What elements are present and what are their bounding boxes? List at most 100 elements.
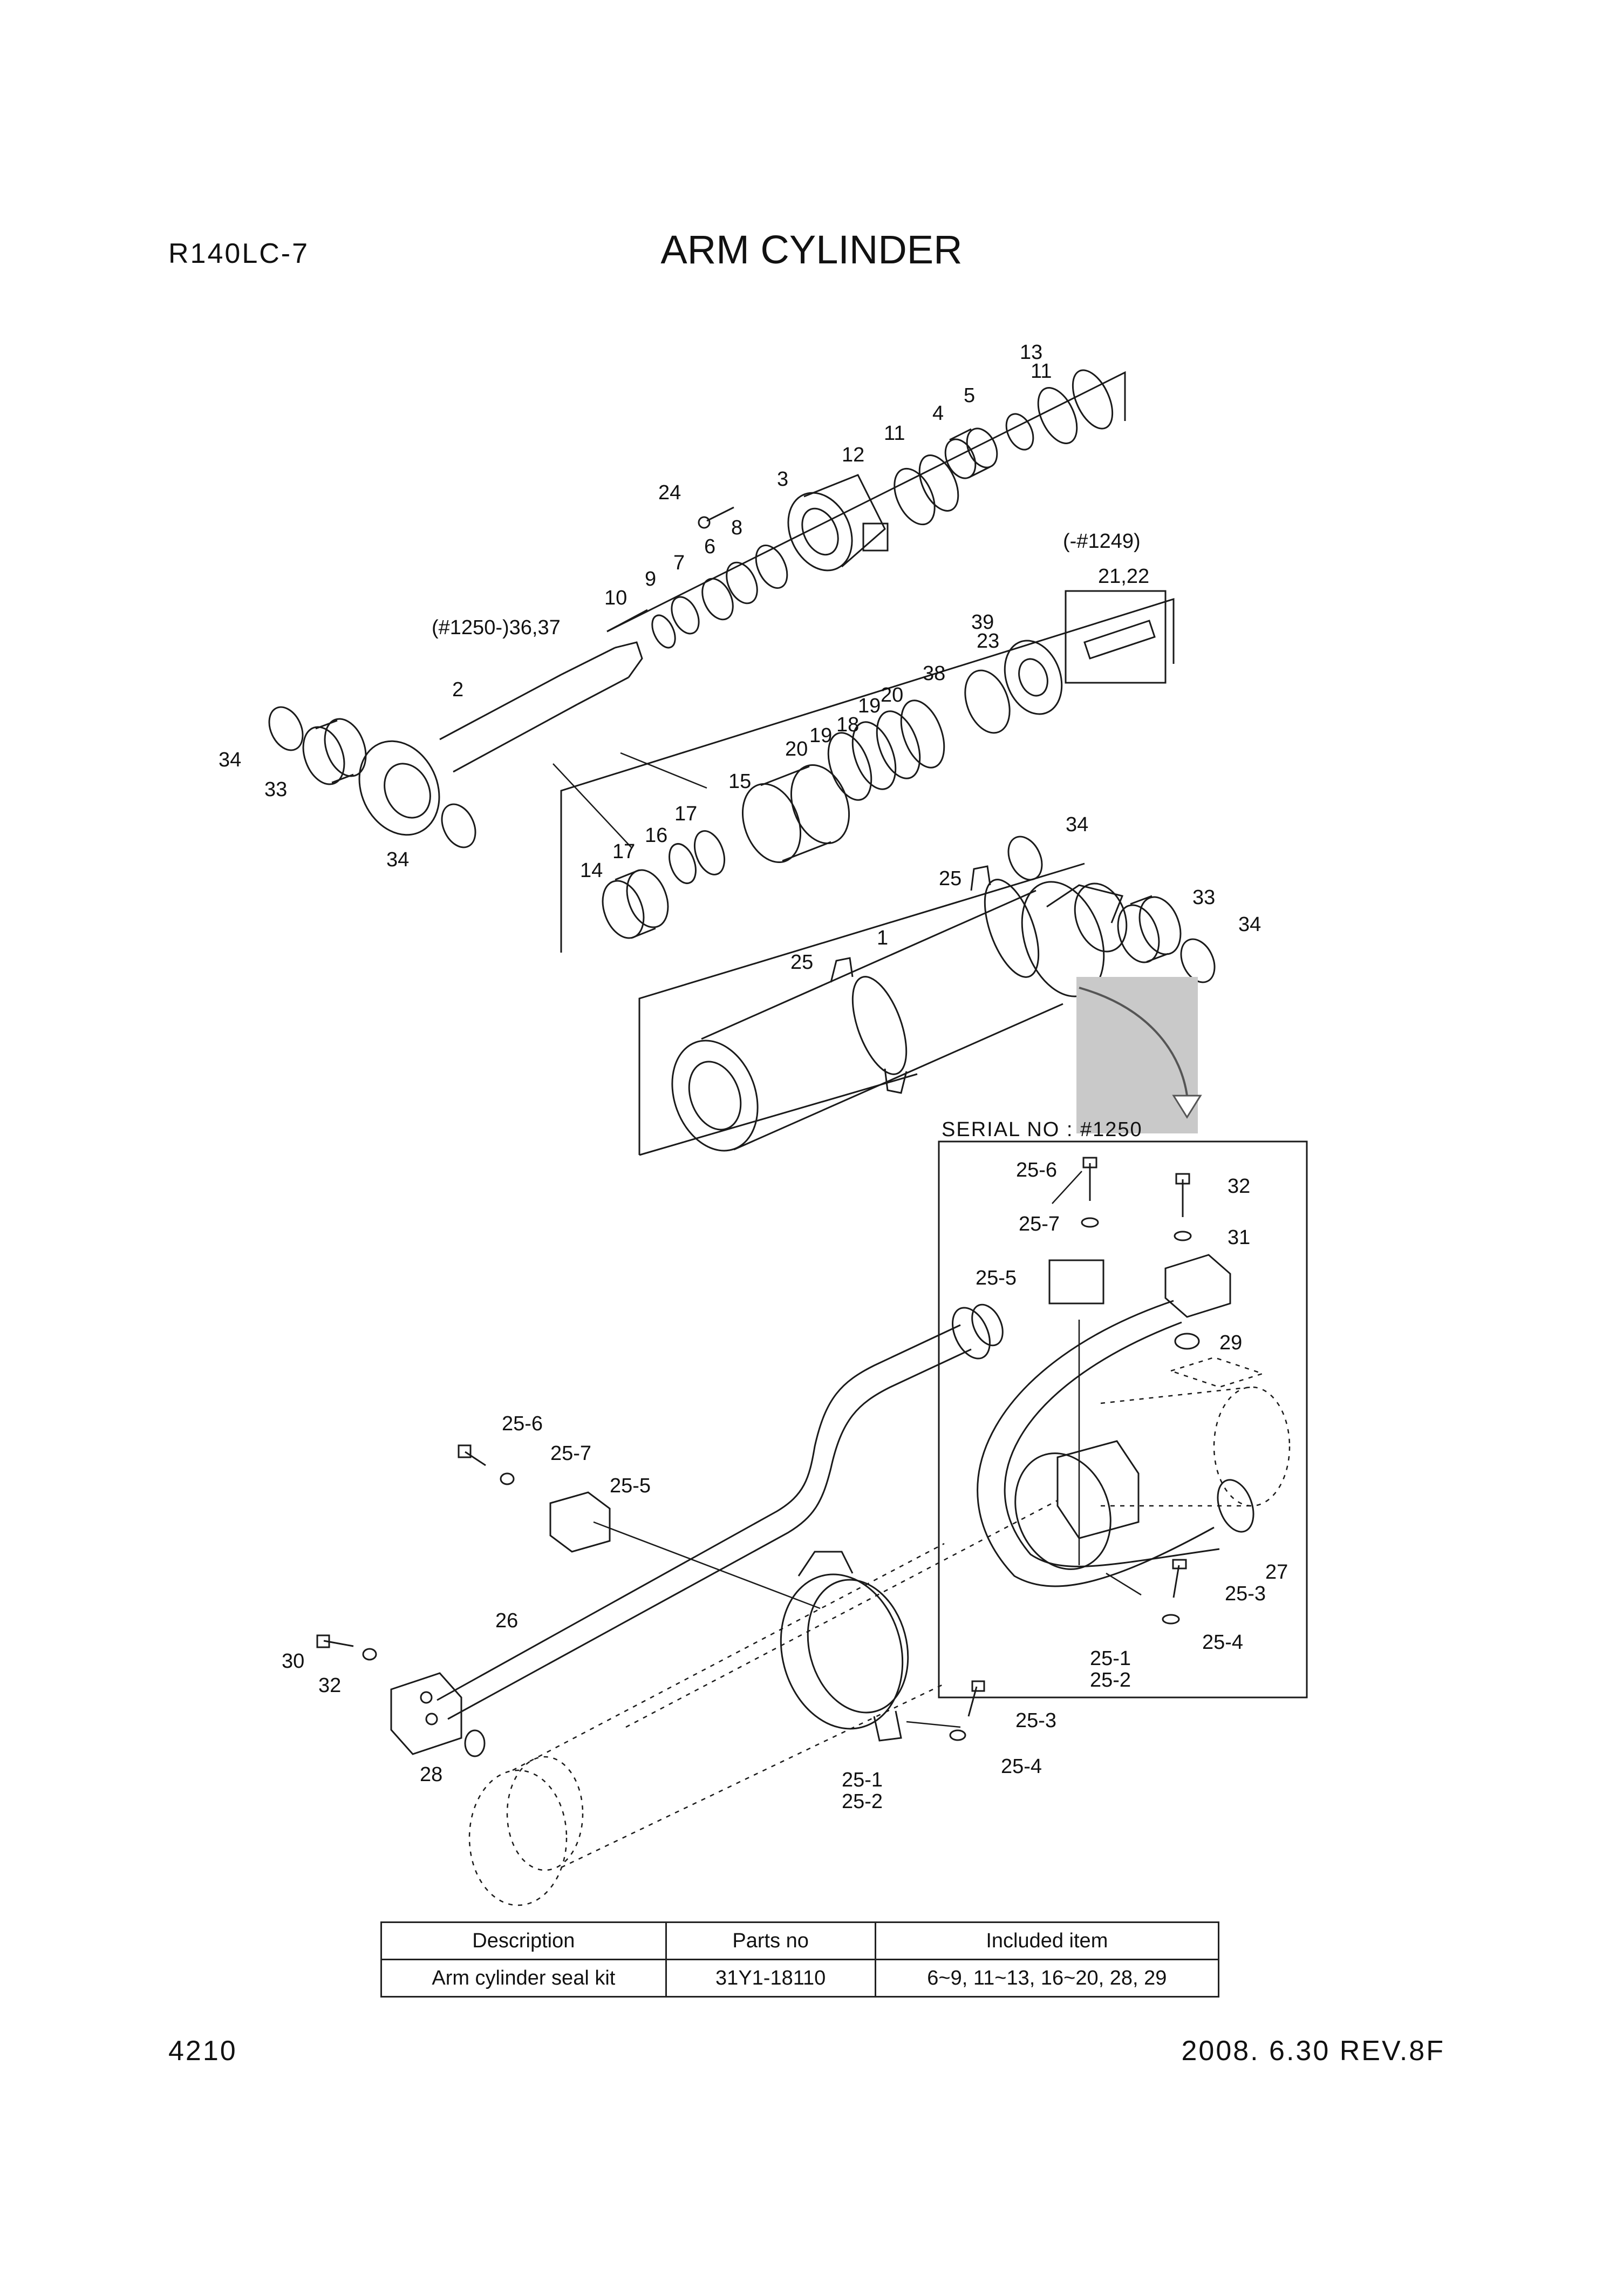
callout: 25 <box>790 951 813 974</box>
clamp-box <box>1014 1440 1140 1570</box>
block-25-5-lower <box>549 1491 611 1553</box>
piston-15 <box>741 764 850 864</box>
column-header: Included item <box>874 1921 1220 1960</box>
callout: 18 <box>836 714 859 736</box>
callout: 38 <box>923 662 945 685</box>
piston-group-frame <box>560 597 1175 953</box>
callout: 33 <box>264 778 287 801</box>
cell-description: Arm cylinder seal kit <box>380 1959 667 1998</box>
rod <box>358 641 643 836</box>
seal-34-left-top <box>268 706 304 751</box>
callout: 26 <box>495 1609 518 1632</box>
seal-34-right-top <box>1007 835 1043 881</box>
flange-lower <box>390 1672 462 1755</box>
range-before-note: (-#1249) <box>1063 530 1141 553</box>
callout: 32 <box>1228 1175 1250 1198</box>
callout: 25-6 <box>502 1412 543 1435</box>
piston-nut-23 <box>1004 640 1063 715</box>
seal-kit-table: Description Parts no Included item Arm c… <box>380 1921 1220 1998</box>
callout: 28 <box>420 1763 442 1786</box>
seal-34-right-bottom <box>1180 938 1216 983</box>
callout: 25-5 <box>976 1267 1017 1289</box>
callout: 25-5 <box>610 1475 651 1497</box>
column-header: Parts no <box>665 1921 876 1960</box>
cell-included: 6~9, 11~13, 16~20, 28, 29 <box>874 1959 1220 1998</box>
bolt-25-3-box <box>1162 1559 1187 1625</box>
callout: 15 <box>728 770 751 793</box>
gland-head <box>787 474 889 572</box>
callout: 7 <box>673 552 685 574</box>
callout: 20 <box>881 684 903 707</box>
callout: 25-3 <box>1225 1582 1266 1605</box>
callout-labels: 1 2 3 4 5 6 7 8 9 10 11 11 12 13 14 15 1… <box>219 341 1288 1813</box>
screw-24 <box>698 506 734 529</box>
clamp-lower <box>780 1551 909 1742</box>
callout: 34 <box>1238 913 1261 936</box>
cylinder-tube <box>671 865 1128 1152</box>
callout: 11 <box>1031 360 1052 383</box>
bushing-33-left <box>302 718 367 785</box>
cushion-14 <box>602 869 669 939</box>
flange-box <box>1164 1254 1231 1318</box>
callout: 24 <box>658 481 681 504</box>
revision-date: 2008. 6.30 REV.8F <box>1181 2035 1445 2067</box>
ghost-cylinder-lower <box>468 1499 1058 1906</box>
callout: 13 <box>1020 341 1042 364</box>
table-header-row: Description Parts no Included item <box>380 1921 1220 1960</box>
callout: 21,22 <box>1098 565 1149 588</box>
callout: 1 <box>877 927 888 949</box>
callout: 11 <box>884 422 905 445</box>
block-25-5-box <box>1048 1259 1104 1305</box>
seal-34-left-bottom <box>441 803 476 848</box>
callout: 20 <box>785 738 808 760</box>
callout: 14 <box>580 859 603 882</box>
bolt-25-6-box <box>1081 1157 1099 1228</box>
tube-frame <box>638 862 1085 1155</box>
callout: 25-1 <box>1090 1647 1131 1670</box>
callout: 30 <box>282 1650 304 1673</box>
bolt-32-box <box>1174 1173 1192 1241</box>
pipe-27 <box>977 1300 1254 1587</box>
callout: 12 <box>842 444 864 466</box>
serial-arrow-box <box>1076 977 1198 1133</box>
serial-detail-frame <box>938 1140 1308 1699</box>
callout: 19 <box>858 695 881 717</box>
model-code: R140LC-7 <box>168 238 310 269</box>
callout: 27 <box>1265 1561 1288 1584</box>
table-row: Arm cylinder seal kit 31Y1-18110 6~9, 11… <box>380 1959 1220 1998</box>
callout: 32 <box>318 1674 341 1697</box>
callout: 3 <box>777 468 788 491</box>
callout: 31 <box>1228 1226 1250 1249</box>
callout: 2 <box>452 678 463 701</box>
callout: 34 <box>1066 813 1088 836</box>
cell-parts-no: 31Y1-18110 <box>665 1959 876 1998</box>
page-title: ARM CYLINDER <box>660 227 963 272</box>
callout: 4 <box>932 402 944 425</box>
callout: 29 <box>1219 1332 1242 1354</box>
callout: 6 <box>704 535 715 558</box>
callout: 25-6 <box>1016 1159 1057 1181</box>
washer-25-7-lower <box>500 1472 515 1485</box>
washer-25-4-lower <box>949 1729 966 1741</box>
callout: 25-1 <box>842 1769 883 1791</box>
bolt-25-6-lower <box>458 1444 486 1466</box>
pipe-26 <box>437 1303 1004 1720</box>
bushing-4 <box>944 427 998 479</box>
leader-lines <box>553 752 1142 1728</box>
callout: 23 <box>977 630 999 653</box>
bushing-33-right <box>1117 895 1182 963</box>
check-valve-21-22 <box>1065 590 1167 684</box>
oring-29 <box>1174 1333 1200 1350</box>
bolt-25-3-lower <box>967 1680 985 1717</box>
gland-rings <box>651 369 1114 649</box>
callout: 10 <box>604 587 627 609</box>
page-number: 4210 <box>168 2035 237 2067</box>
callout: 34 <box>219 749 241 771</box>
serial-note: SERIAL NO : #1250 <box>942 1118 1143 1141</box>
callout: 39 <box>971 611 994 634</box>
callout: 25-2 <box>842 1790 883 1813</box>
callout: 34 <box>386 848 409 871</box>
callout: 25-3 <box>1015 1709 1056 1732</box>
callout: 8 <box>731 517 742 539</box>
